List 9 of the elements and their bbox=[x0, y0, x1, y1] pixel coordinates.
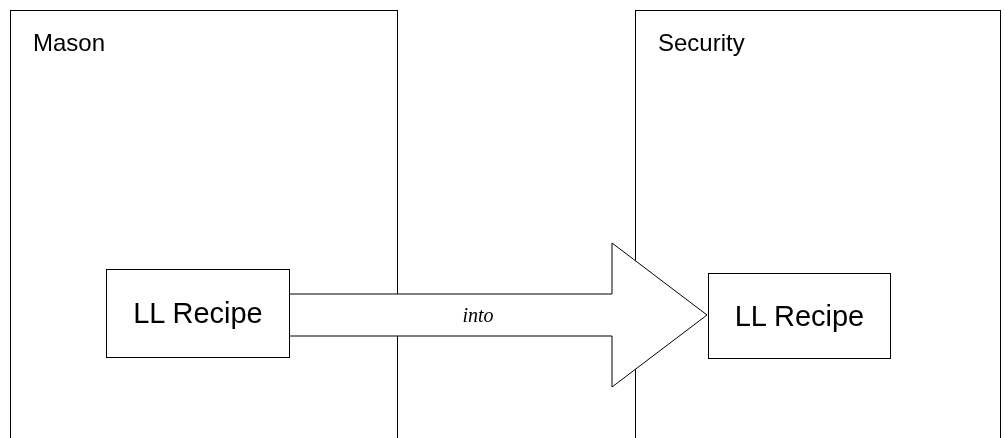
lane-title: Mason bbox=[33, 29, 106, 57]
process-box bbox=[708, 273, 891, 359]
swimlane bbox=[635, 10, 1001, 438]
process-label: LL Recipe bbox=[734, 299, 865, 333]
swimlane bbox=[10, 10, 398, 438]
block-arrow bbox=[288, 242, 708, 388]
process-box bbox=[106, 269, 290, 358]
lane-title: Security bbox=[658, 29, 745, 57]
process-label: LL Recipe bbox=[133, 297, 263, 330]
